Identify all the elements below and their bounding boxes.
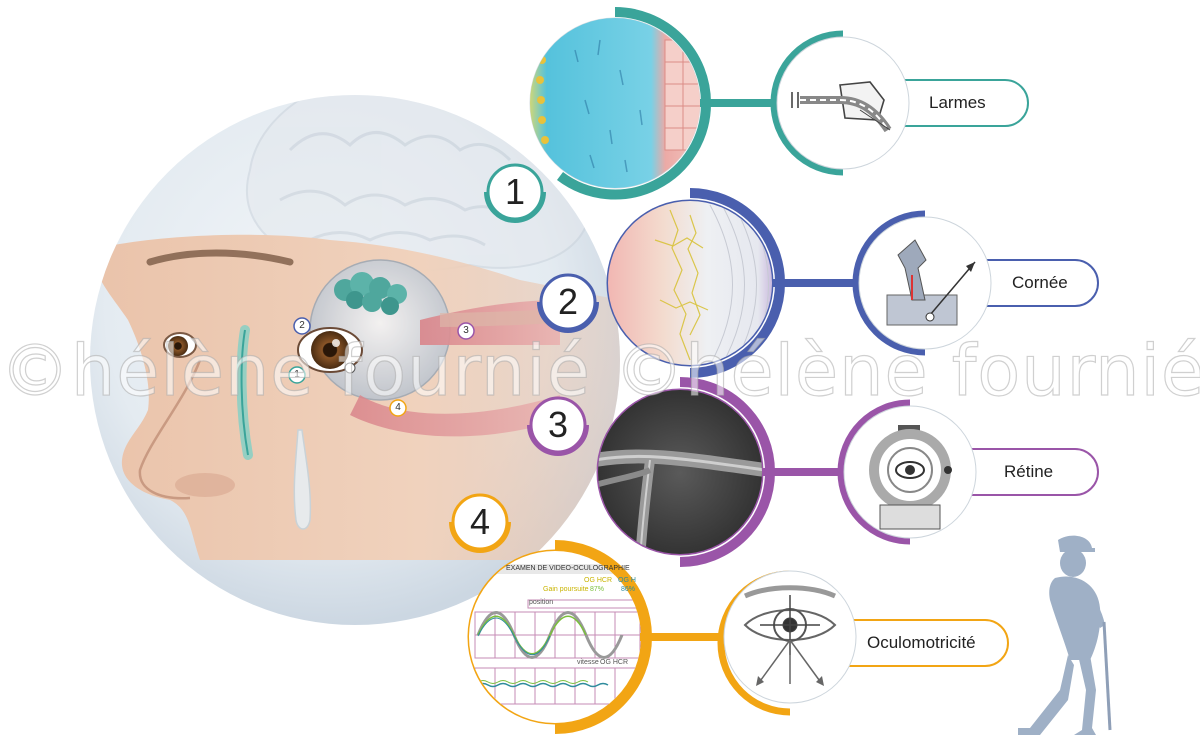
step-2-number: 2 (557, 281, 579, 322)
vog-title: EXAMEN DE VIDEO-OCULOGRAPHIE (506, 565, 630, 572)
step-1-number: 1 (504, 171, 526, 212)
face-marker-4-number: 4 (395, 402, 401, 413)
face-marker-3-number: 3 (463, 325, 469, 336)
step-1-label: Larmes (929, 93, 986, 112)
retinal-scanner-icon (869, 425, 952, 530)
face-marker-1-number: 1 (294, 369, 300, 380)
vog-gain: Gain poursuite (543, 586, 589, 593)
step-3-number: 3 (547, 404, 569, 445)
face-marker-2 (293, 317, 311, 335)
tear-film-tissue (530, 18, 700, 188)
step-1 (484, 7, 1029, 223)
step-2 (537, 188, 1099, 378)
lacrimal-probe-icon (791, 81, 892, 133)
step-3-label: Rétine (1004, 462, 1054, 481)
face-marker-2-number: 2 (299, 320, 305, 331)
step-4 (449, 493, 1009, 734)
microscope-icon (886, 239, 976, 326)
vog-row1: OG HCR (584, 577, 612, 584)
step-4-label: Oculomotricité (867, 633, 976, 652)
step-4-number: 4 (469, 501, 491, 542)
vog-position: position (529, 599, 554, 606)
eye-globe (297, 259, 561, 437)
step-3 (527, 377, 1099, 567)
face-marker-3 (457, 322, 475, 340)
face-marker-1 (288, 366, 306, 384)
eye-tracking-icon (743, 585, 837, 686)
step-2-label: Cornée (1012, 273, 1068, 292)
vog-row1b: OG H (618, 577, 636, 584)
vog-row2: OG HCR (600, 659, 628, 666)
step-1-arc (614, 7, 711, 104)
face-marker-4 (389, 399, 407, 417)
lacrimal-gland (334, 272, 407, 315)
vog-vitesse: vitesse (577, 659, 599, 666)
elderly-walker-figure (1018, 535, 1112, 735)
vog-pct2: 86% (621, 586, 636, 593)
cornea-tissue (608, 201, 772, 365)
vog-pct1: 87% (590, 586, 605, 593)
vog-chart (469, 551, 641, 723)
